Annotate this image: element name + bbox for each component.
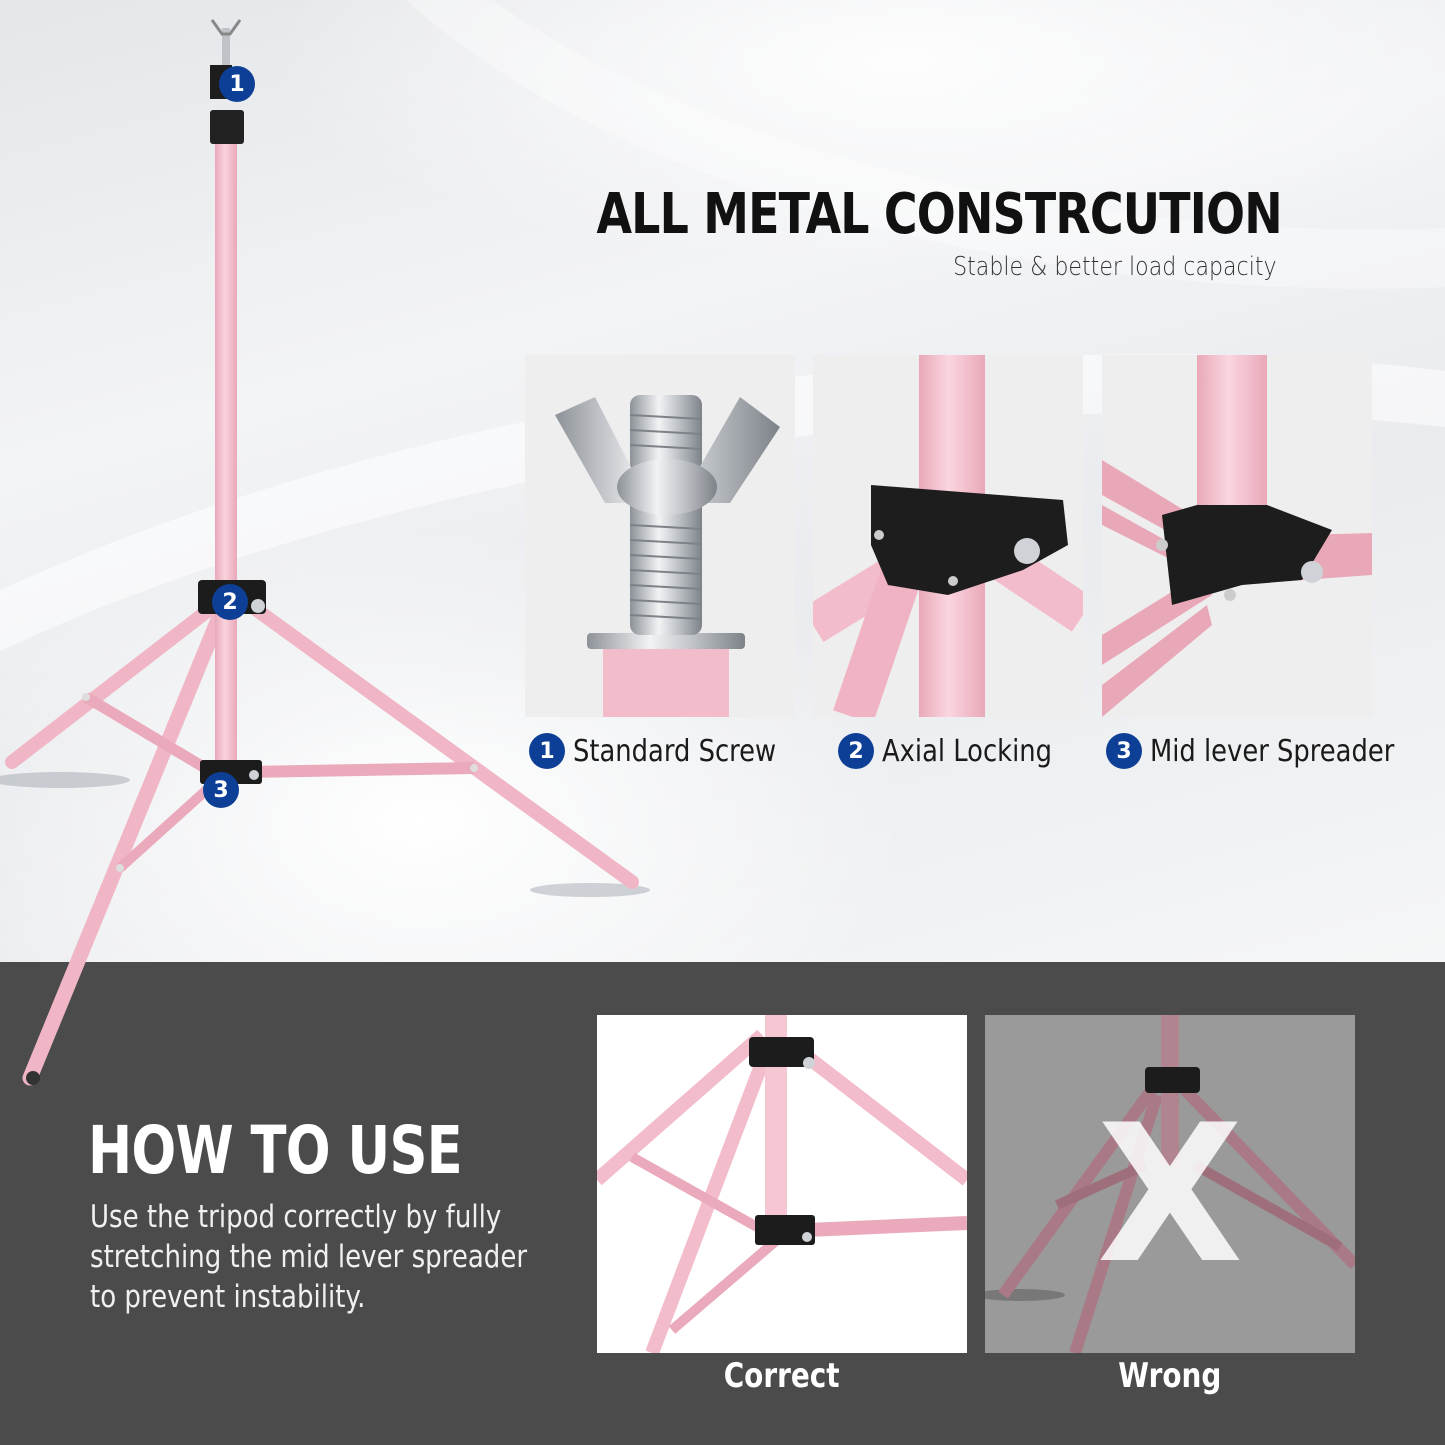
wing-nut-screw-icon <box>555 395 780 717</box>
mid-lever-spreader-icon <box>1102 355 1372 717</box>
correct-caption: Correct <box>597 1356 967 1396</box>
feature-label-axial-locking: 2 Axial Locking <box>838 733 1080 769</box>
number-badge: 3 <box>1106 733 1142 769</box>
feature-label-text: Mid lever Spreader <box>1150 733 1395 769</box>
how-to-use-description: Use the tripod correctly by fully stretc… <box>90 1199 528 1315</box>
wrong-x-mark-icon: X <box>1097 1084 1244 1305</box>
feature-label-standard-screw: 1 Standard Screw <box>529 733 809 769</box>
number-badge: 1 <box>529 733 565 769</box>
correct-caption-text: Correct <box>724 1356 840 1396</box>
page-title: ALL METAL CONSTRCUTION <box>596 182 1283 247</box>
callout-badge-1: 1 <box>219 66 255 102</box>
feature-label-mid-lever-spreader: 3 Mid lever Spreader <box>1106 733 1434 769</box>
how-to-use-title: HOW TO USE <box>88 1112 463 1189</box>
correct-usage-image <box>597 1015 967 1353</box>
tripod-correct-icon <box>597 1015 967 1353</box>
wrong-usage-image: X <box>985 1015 1355 1353</box>
feature-image-mid-lever-spreader <box>1102 355 1372 717</box>
callout-badge-3: 3 <box>203 772 239 808</box>
feature-image-axial-locking <box>813 355 1083 717</box>
callout-badge-2: 2 <box>212 584 248 620</box>
feature-label-text: Axial Locking <box>882 733 1052 769</box>
tripod-wrong-icon: X <box>985 1015 1355 1353</box>
wrong-caption-text: Wrong <box>1118 1356 1222 1396</box>
page-subtitle: Stable & better load capacity <box>953 252 1277 282</box>
number-badge: 2 <box>838 733 874 769</box>
feature-image-standard-screw <box>525 355 795 717</box>
wrong-caption: Wrong <box>985 1356 1355 1396</box>
feature-label-text: Standard Screw <box>573 733 777 769</box>
axial-lock-clamp-icon <box>813 355 1083 717</box>
